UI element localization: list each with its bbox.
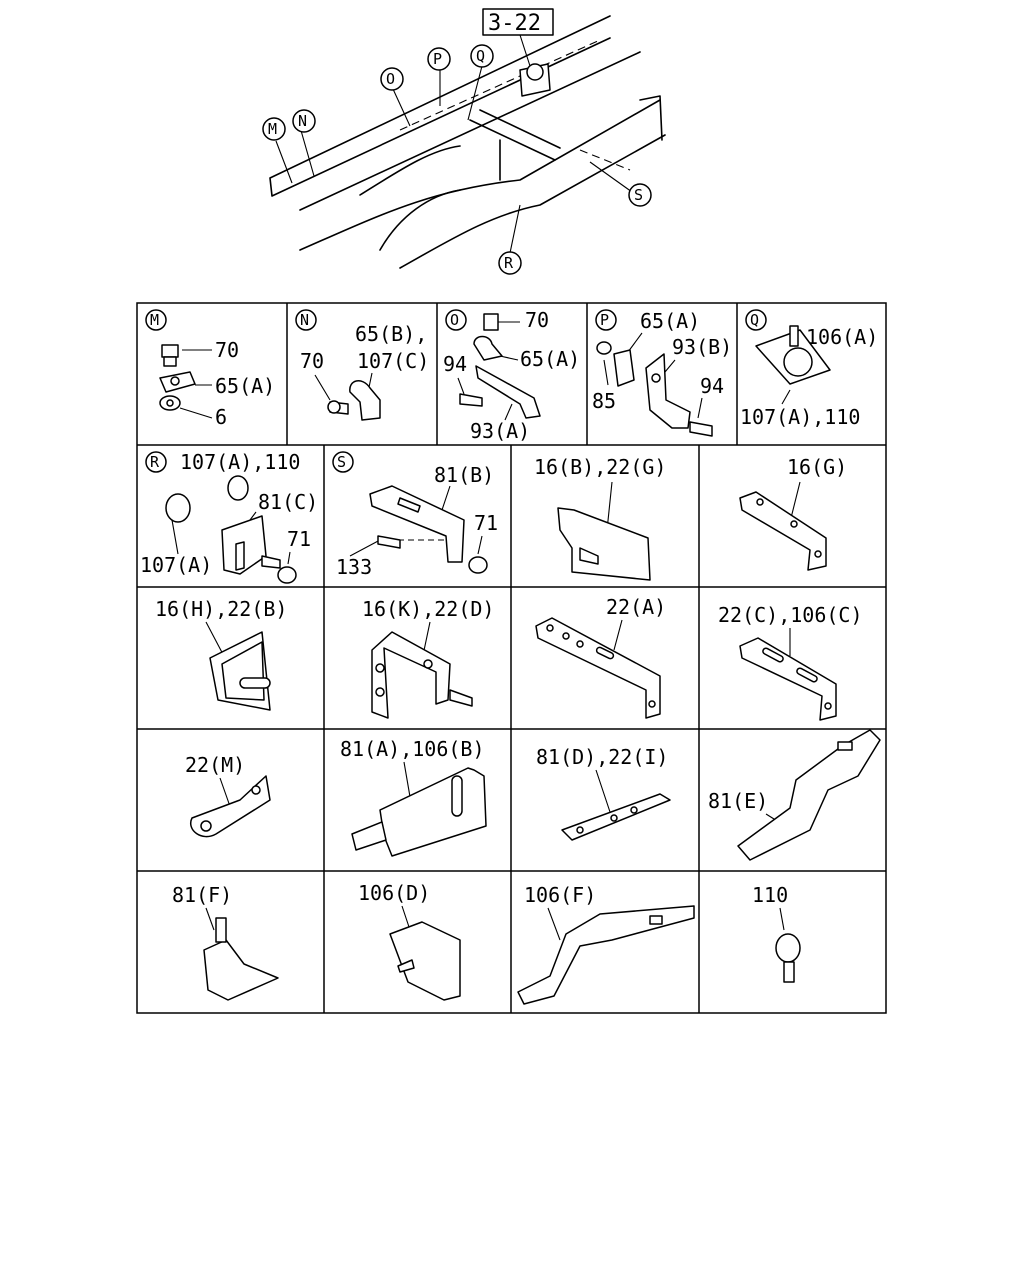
cell-p: P 65(A) 93(B) 85 94 [592,309,732,437]
svg-text:P: P [433,50,442,68]
part-22m: 22(M) [185,753,271,838]
cell-o-letter: O [450,311,459,329]
part-81d-22i-label: 81(D),22(I) [536,745,668,769]
cell-o-label-93a: 93(A) [470,419,530,443]
frame-callout-o: O [380,67,404,91]
cell-n: N 65(B), 107(C) 70 [295,309,429,421]
cell-m-label-70: 70 [215,338,239,362]
cell-p-label-65a: 65(A) [640,309,700,333]
part-22a-label: 22(A) [606,595,666,619]
cell-q-label-106a: 106(A) [806,325,878,349]
cell-n-label-70: 70 [300,349,324,373]
reference-box-label: 3-22 [488,11,541,36]
part-81f-label: 81(F) [172,883,232,907]
part-16g: 16(G) [739,455,847,571]
part-110: 110 [752,883,801,983]
parts-grid [136,302,887,1014]
part-22c-106c-label: 22(C),106(C) [718,603,863,627]
cell-r-label-107a: 107(A) [140,553,212,577]
part-16h-22b-label: 16(H),22(B) [155,597,287,621]
svg-text:N: N [298,112,307,130]
cell-s: S 81(B) 71 133 [332,451,498,579]
cell-p-label-85: 85 [592,389,616,413]
cell-o: O 70 65(A) 94 93(A) [443,308,580,443]
part-106f: 106(F) [517,883,695,1005]
cell-p-letter: P [600,311,609,329]
cell-s-label-81b: 81(B) [434,463,494,487]
cell-m-letter: M [150,311,159,329]
cell-s-letter: S [337,453,346,471]
chassis-frame-overview: 3-22 M N O P [262,8,666,275]
part-16g-label: 16(G) [787,455,847,479]
part-110-label: 110 [752,883,788,907]
frame-callout-n: N [292,109,316,133]
svg-text:Q: Q [476,47,485,65]
cell-r: R 107(A),110 81(C) 71 107(A) [140,450,318,584]
cell-r-label-71: 71 [287,527,311,551]
cell-r-label-81c: 81(C) [258,490,318,514]
cell-m: M 70 65(A) 6 [145,309,275,429]
cell-r-label-107a-110: 107(A),110 [180,450,300,474]
svg-text:M: M [268,120,277,138]
cell-q-label-107a-110: 107(A),110 [740,405,860,429]
part-106d: 106(D) [358,881,461,1001]
part-22m-label: 22(M) [185,753,245,777]
part-81f: 81(F) [172,883,279,1001]
part-22a: 22(A) [535,595,666,719]
cell-m-label-6: 6 [215,405,227,429]
cell-o-label-94: 94 [443,352,467,376]
part-81e: 81(E) [708,729,881,861]
part-16k-22d-label: 16(K),22(D) [362,597,494,621]
part-16b-22g-label: 16(B),22(G) [534,455,666,479]
frame-callout-q: Q [470,44,494,68]
cell-m-label-65a: 65(A) [215,374,275,398]
part-106d-label: 106(D) [358,881,430,905]
part-16k-22d: 16(K),22(D) [362,597,494,719]
part-81e-label: 81(E) [708,789,768,813]
frame-callout-m: M [262,117,286,141]
cell-p-label-94: 94 [700,374,724,398]
part-16b-22g: 16(B),22(G) [534,455,666,581]
cell-o-label-65a: 65(A) [520,347,580,371]
frame-callout-p: P [427,47,451,71]
part-16h-22b: 16(H),22(B) [155,597,287,711]
part-81a-106b-label: 81(A),106(B) [340,737,485,761]
svg-text:S: S [634,186,643,204]
cell-n-label-107c: 107(C) [357,349,429,373]
part-106f-label: 106(F) [524,883,596,907]
cell-n-letter: N [300,311,309,329]
cell-o-label-70: 70 [525,308,549,332]
cell-s-label-133: 133 [336,555,372,579]
cell-s-label-71: 71 [474,511,498,535]
frame-callout-s: S [628,183,652,207]
cell-q-letter: Q [750,311,759,329]
cell-p-label-93b: 93(B) [672,335,732,359]
svg-text:O: O [386,70,395,88]
svg-text:R: R [504,254,514,272]
cell-q: Q 106(A) 107(A),110 [740,309,878,429]
part-81d-22i: 81(D),22(I) [536,745,671,841]
reference-box [482,8,554,36]
frame-callout-r: R [498,251,522,275]
part-22c-106c: 22(C),106(C) [718,603,863,721]
cell-n-label-65b: 65(B), [355,322,427,346]
part-81a-106b: 81(A),106(B) [340,737,487,857]
cell-r-letter: R [150,453,160,471]
